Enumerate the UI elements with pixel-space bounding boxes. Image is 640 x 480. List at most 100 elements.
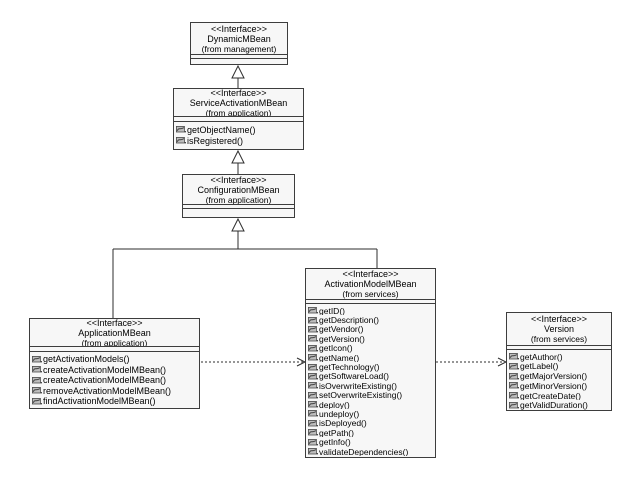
method-label: isOverwriteExisting() <box>319 381 397 391</box>
method-item: setOverwriteExisting() <box>306 391 435 400</box>
method-item: removeActivationModelMBean() <box>30 386 199 397</box>
class-title: <<Interface>> ServiceActivationMBean (fr… <box>174 89 303 117</box>
operation-icon <box>308 335 318 342</box>
operation-icon <box>509 392 519 399</box>
method-label: validateDependencies() <box>319 446 409 457</box>
method-label: getObjectName() <box>187 124 256 135</box>
operation-icon <box>308 382 318 389</box>
method-item: getActivationModels() <box>30 354 199 365</box>
package-label: (from application) <box>81 337 148 347</box>
operation-icon <box>32 355 42 363</box>
method-label: getAuthor() <box>520 351 563 362</box>
method-item: getMajorVersion() <box>507 371 611 381</box>
method-label: deploy() <box>319 399 350 410</box>
stereotype-label: <<Interface>> <box>342 269 399 279</box>
attributes-compartment <box>183 205 294 209</box>
method-label: getMinorVersion() <box>520 381 588 391</box>
class-title: <<Interface>> ApplicationMBean (from app… <box>30 319 199 347</box>
class-name: ActivationModelMBean <box>324 279 417 289</box>
operation-icon <box>308 448 318 455</box>
class-box-application-mbean[interactable]: <<Interface>> ApplicationMBean (from app… <box>29 318 200 409</box>
class-box-dynamic-mbean[interactable]: <<Interface>> DynamicMBean (from managem… <box>190 22 288 65</box>
class-name: ServiceActivationMBean <box>189 97 288 108</box>
method-label: isDeployed() <box>319 418 367 429</box>
operation-icon <box>509 382 519 389</box>
stereotype-label: <<Interface>> <box>530 313 588 324</box>
method-label: getName() <box>319 352 360 363</box>
dependency-application-to-activationmodel <box>201 357 307 367</box>
package-label: (from services) <box>342 289 399 299</box>
method-label: getValidDuration() <box>520 400 588 410</box>
method-label: getIcon() <box>319 343 353 353</box>
operation-icon <box>32 397 42 405</box>
class-box-version[interactable]: <<Interface>> Version (from services) ge… <box>506 312 612 411</box>
method-item: getAuthor() <box>507 352 611 362</box>
operation-icon <box>308 325 318 333</box>
method-item: getValidDuration() <box>507 400 611 410</box>
class-title: <<Interface>> ConfigurationMBean (from a… <box>183 175 294 205</box>
class-name: DynamicMBean <box>207 33 271 44</box>
class-box-activation-model-mbean[interactable]: <<Interface>> ActivationModelMBean (from… <box>305 268 436 458</box>
class-title: <<Interface>> ActivationModelMBean (from… <box>306 269 435 300</box>
method-item: isDeployed() <box>306 419 435 428</box>
method-label: getVersion() <box>319 334 365 344</box>
class-box-service-activation-mbean[interactable]: <<Interface>> ServiceActivationMBean (fr… <box>173 88 304 150</box>
attributes-compartment <box>306 300 435 304</box>
operation-icon <box>32 387 42 394</box>
operations-compartment: getID() getDescription() getVendor() get… <box>306 304 435 457</box>
method-label: getPath() <box>319 428 354 438</box>
attributes-compartment <box>174 117 303 122</box>
operations-compartment: getActivationModels() createActivationMo… <box>30 352 199 408</box>
method-item: getVersion() <box>306 334 435 344</box>
method-item: getTechnology() <box>306 362 435 372</box>
operations-compartment <box>183 209 294 217</box>
method-item: deploy() <box>306 400 435 409</box>
package-label: (from management) <box>201 43 277 54</box>
method-label: getCreateDate() <box>520 390 581 401</box>
dependency-activationmodel-to-version <box>436 357 508 367</box>
method-item: getName() <box>306 353 435 362</box>
method-item: undeploy() <box>306 409 435 419</box>
method-item: getID() <box>306 306 435 315</box>
operation-icon <box>308 401 318 408</box>
generalization-configuration-to-service <box>231 149 245 174</box>
stereotype-label: <<Interface>> <box>210 175 267 185</box>
operation-icon <box>308 354 318 361</box>
operation-icon <box>509 372 519 380</box>
method-label: getDescription() <box>319 315 379 325</box>
operation-icon <box>308 419 318 427</box>
method-item: getPath() <box>306 428 435 437</box>
attributes-compartment <box>507 346 611 350</box>
method-item: getInfo() <box>306 437 435 447</box>
method-item: validateDependencies() <box>306 447 435 456</box>
operation-icon <box>308 429 318 436</box>
generalization-service-to-dynamic <box>231 64 245 88</box>
operation-icon <box>308 363 318 371</box>
method-item: getSoftwareLoad() <box>306 372 435 381</box>
method-label: getActivationModels() <box>43 354 130 365</box>
method-item: getDescription() <box>306 315 435 325</box>
method-label: isRegistered() <box>187 135 244 146</box>
method-label: getMajorVersion() <box>520 371 588 382</box>
method-label: getSoftwareLoad() <box>319 371 389 382</box>
class-title: <<Interface>> DynamicMBean (from managem… <box>191 23 287 55</box>
method-item: getLabel() <box>507 361 611 372</box>
method-item: isRegistered() <box>174 135 303 146</box>
method-item: getCreateDate() <box>507 390 611 401</box>
operation-icon <box>308 344 318 352</box>
class-name: Version <box>543 323 575 334</box>
package-label: (from application) <box>205 194 272 205</box>
operation-icon <box>308 372 318 380</box>
stereotype-label: <<Interface>> <box>210 89 267 98</box>
method-label: removeActivationModelMBean() <box>43 385 172 396</box>
operation-icon <box>308 391 318 399</box>
class-box-configuration-mbean[interactable]: <<Interface>> ConfigurationMBean (from a… <box>182 174 295 218</box>
class-name: ConfigurationMBean <box>197 184 280 195</box>
operations-compartment: getObjectName() isRegistered() <box>174 122 303 149</box>
method-item: getIcon() <box>306 344 435 353</box>
operation-icon <box>176 137 186 144</box>
operation-icon <box>308 438 318 446</box>
operation-icon <box>308 410 318 417</box>
method-label: getLabel() <box>520 361 559 372</box>
operation-icon <box>509 401 519 409</box>
